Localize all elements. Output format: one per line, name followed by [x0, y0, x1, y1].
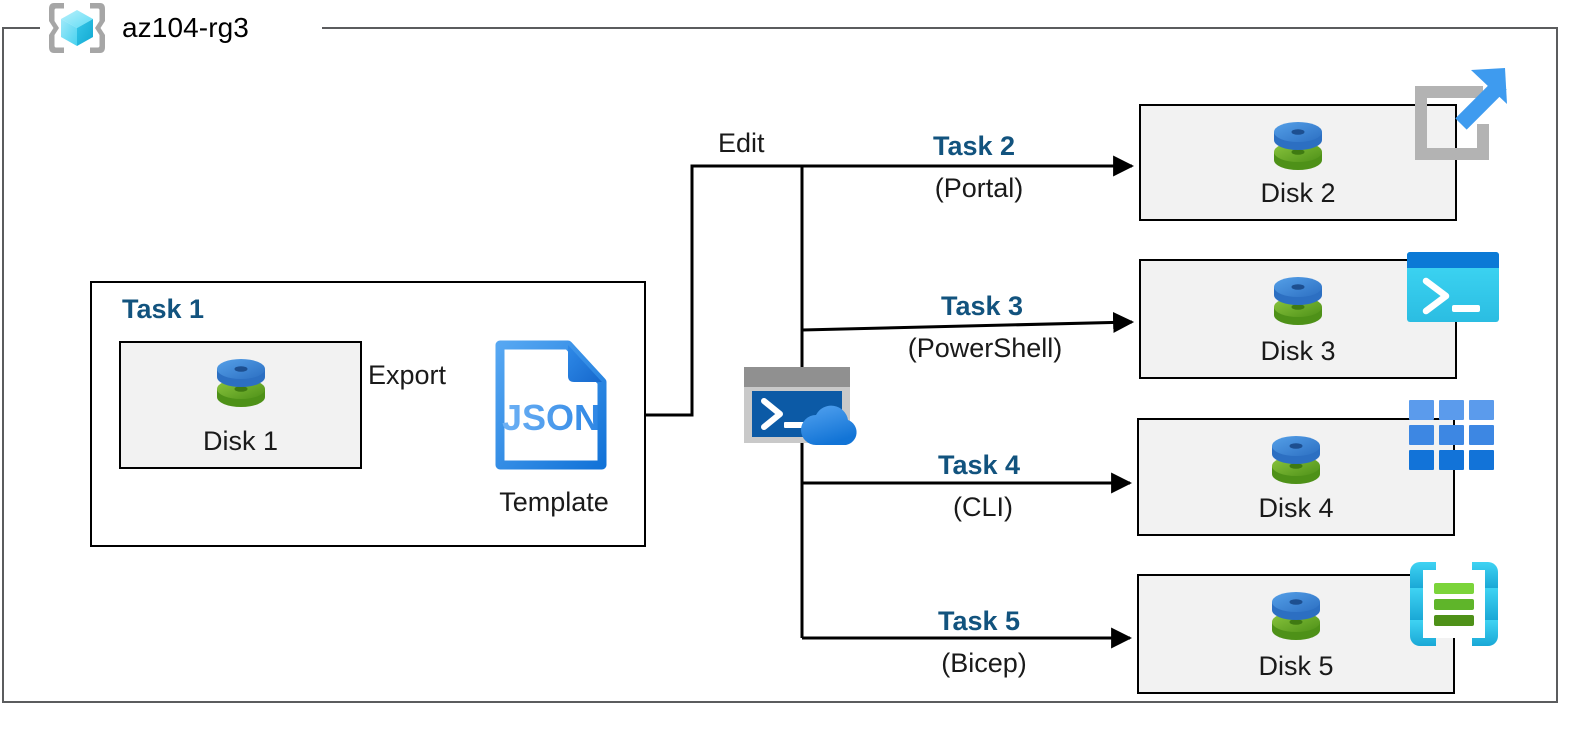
resource-group-frame [2, 27, 1558, 703]
disk1-caption: Disk 1 [202, 426, 278, 456]
task4-tool: (CLI) [953, 492, 1013, 522]
disk4-caption: Disk 4 [1258, 493, 1334, 523]
azure-resource-group-icon [46, 0, 108, 57]
disk1-box[interactable]: Disk 1 [119, 341, 362, 469]
disk5-caption: Disk 5 [1258, 651, 1334, 681]
powershell-icon[interactable] [1406, 251, 1500, 323]
task2-tool: (Portal) [934, 173, 1024, 203]
template-caption: Template [499, 487, 609, 517]
disk5-box[interactable]: Disk 5 [1137, 574, 1455, 694]
edit-label: Edit [718, 128, 765, 158]
task5-name: Task 5 [937, 606, 1021, 636]
export-label: Export [368, 360, 447, 390]
task5-tool: (Bicep) [941, 648, 1027, 678]
disk3-caption: Disk 3 [1260, 336, 1336, 366]
bicep-icon[interactable] [1406, 558, 1502, 650]
resource-group-title: az104-rg3 [122, 12, 249, 43]
disk2-caption: Disk 2 [1260, 178, 1336, 208]
azure-cli-icon[interactable] [1407, 398, 1497, 474]
azure-portal-icon[interactable] [1409, 62, 1513, 162]
managed-disk-icon [1267, 273, 1329, 329]
managed-disk-icon [210, 355, 272, 411]
task3-name: Task 3 [940, 291, 1024, 321]
managed-disk-icon [1265, 432, 1327, 488]
task2-name: Task 2 [932, 131, 1016, 161]
disk2-box[interactable]: Disk 2 [1139, 104, 1457, 221]
managed-disk-icon [1267, 118, 1329, 174]
managed-disk-icon [1265, 588, 1327, 644]
task4-name: Task 4 [937, 450, 1021, 480]
task1-label: Task 1 [122, 294, 205, 324]
task3-tool: (PowerShell) [907, 333, 1063, 363]
disk4-box[interactable]: Disk 4 [1137, 418, 1455, 536]
disk3-box[interactable]: Disk 3 [1139, 259, 1457, 379]
json-file-icon[interactable]: JSON [490, 335, 612, 475]
resource-group-header: az104-rg3 [46, 2, 249, 54]
cloud-shell-icon[interactable] [742, 365, 864, 447]
json-file-label: JSON [502, 397, 600, 438]
